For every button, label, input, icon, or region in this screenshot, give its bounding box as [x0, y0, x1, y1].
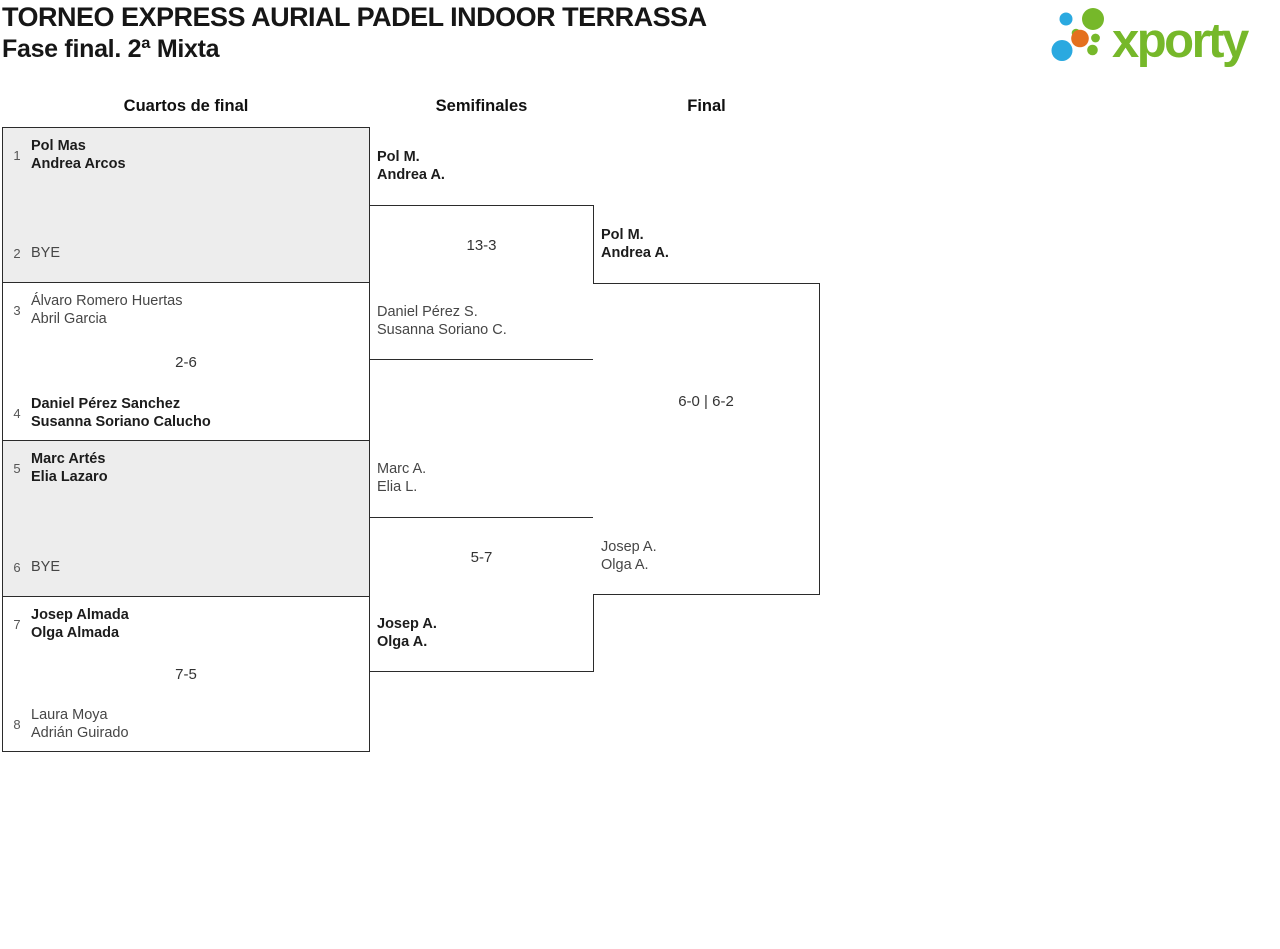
match-box-final: 6-0 | 6-2 [593, 283, 820, 595]
seed-number: 5 [13, 460, 21, 476]
round-header-semifinales: Semifinales [435, 97, 528, 115]
match-score: 13-3 [466, 237, 497, 254]
team-line: Pol M. [377, 149, 420, 165]
seed-number: 4 [13, 405, 21, 421]
team-line: Abril Garcia [31, 311, 107, 327]
final-team-top: Pol M. Andrea A. [601, 226, 669, 262]
team-line: Laura Moya [31, 707, 108, 723]
page-subtitle: Fase final. 2ª Mixta [2, 35, 220, 63]
team-pair: 6 BYE [9, 558, 60, 576]
team-line: Andrea A. [601, 245, 669, 261]
team-line: Pol Mas [31, 138, 86, 154]
team-line: BYE [31, 245, 61, 261]
team-line: Elia L. [377, 479, 418, 495]
team-pair: 7 Josep Almada Olga Almada [9, 606, 129, 642]
seed-number: 3 [13, 302, 21, 318]
team-line: Marc A. [377, 461, 427, 477]
team-pair: 8 Laura Moya Adrián Guirado [9, 706, 129, 742]
match-box-qf4: 7 Josep Almada Olga Almada 7-5 8 Laura M… [2, 596, 370, 752]
team-names: BYE [31, 244, 60, 262]
match-score: 5-7 [470, 549, 493, 566]
xporty-logo[interactable]: xporty [1050, 6, 1278, 72]
team-line: Daniel Pérez S. [377, 304, 478, 320]
team-line: Olga A. [377, 634, 428, 650]
team-pair: 4 Daniel Pérez Sanchez Susanna Soriano C… [9, 395, 211, 431]
sf2-team-top: Marc A. Elia L. [377, 460, 426, 496]
team-line: Pol M. [601, 227, 644, 243]
team-pair: 2 BYE [9, 244, 60, 262]
sf1-team-top: Pol M. Andrea A. [377, 148, 445, 184]
match-score: 7-5 [175, 666, 197, 683]
sf2-team-bottom: Josep A. Olga A. [377, 615, 437, 651]
team-line: Daniel Pérez Sanchez [31, 396, 181, 412]
team-line: Josep A. [601, 539, 657, 555]
final-team-bottom: Josep A. Olga A. [601, 538, 657, 574]
team-names: Marc Artés Elia Lazaro [31, 450, 108, 486]
team-line: Josep Almada [31, 607, 129, 623]
team-line: Andrea Arcos [31, 156, 126, 172]
team-names: Pol Mas Andrea Arcos [31, 137, 126, 173]
team-line: Álvaro Romero Huertas [31, 293, 183, 309]
team-names: Josep Almada Olga Almada [31, 606, 129, 642]
team-names: Álvaro Romero Huertas Abril Garcia [31, 292, 183, 328]
seed-number: 6 [13, 559, 21, 575]
match-box-qf2: 3 Álvaro Romero Huertas Abril Garcia 2-6… [2, 282, 370, 441]
round-header-final: Final [687, 97, 726, 115]
seed-number: 2 [13, 245, 21, 261]
xporty-logo-dots-icon [1051, 8, 1104, 61]
team-line: Andrea A. [377, 167, 445, 183]
team-line: Elia Lazaro [31, 469, 108, 485]
match-box-sf1: 13-3 [369, 205, 594, 360]
team-line: Susanna Soriano Calucho [31, 414, 211, 430]
team-pair: 1 Pol Mas Andrea Arcos [9, 137, 126, 173]
round-header-cuartos: Cuartos de final [123, 97, 249, 115]
team-line: BYE [31, 559, 61, 575]
team-line: Adrián Guirado [31, 725, 129, 741]
sf1-team-bottom: Daniel Pérez S. Susanna Soriano C. [377, 303, 507, 339]
match-score: 2-6 [175, 354, 197, 371]
team-line: Olga Almada [31, 625, 120, 641]
xporty-logo-text: xporty [1112, 14, 1249, 68]
team-line: Marc Artés [31, 451, 106, 467]
team-line: Susanna Soriano C. [377, 322, 507, 338]
team-pair: 3 Álvaro Romero Huertas Abril Garcia [9, 292, 183, 328]
match-box-qf1: 1 Pol Mas Andrea Arcos 2 BYE [2, 127, 370, 283]
team-line: Josep A. [377, 616, 437, 632]
match-score: 6-0 | 6-2 [678, 393, 734, 410]
team-names: BYE [31, 558, 60, 576]
team-line: Olga A. [601, 557, 649, 573]
seed-number: 1 [13, 147, 21, 163]
team-pair: 5 Marc Artés Elia Lazaro [9, 450, 108, 486]
match-box-qf3: 5 Marc Artés Elia Lazaro 6 BYE [2, 440, 370, 597]
team-names: Laura Moya Adrián Guirado [31, 706, 129, 742]
page-title: TORNEO EXPRESS AURIAL PADEL INDOOR TERRA… [2, 2, 707, 32]
team-names: Daniel Pérez Sanchez Susanna Soriano Cal… [31, 395, 211, 431]
seed-number: 7 [13, 616, 21, 632]
seed-number: 8 [13, 716, 21, 732]
